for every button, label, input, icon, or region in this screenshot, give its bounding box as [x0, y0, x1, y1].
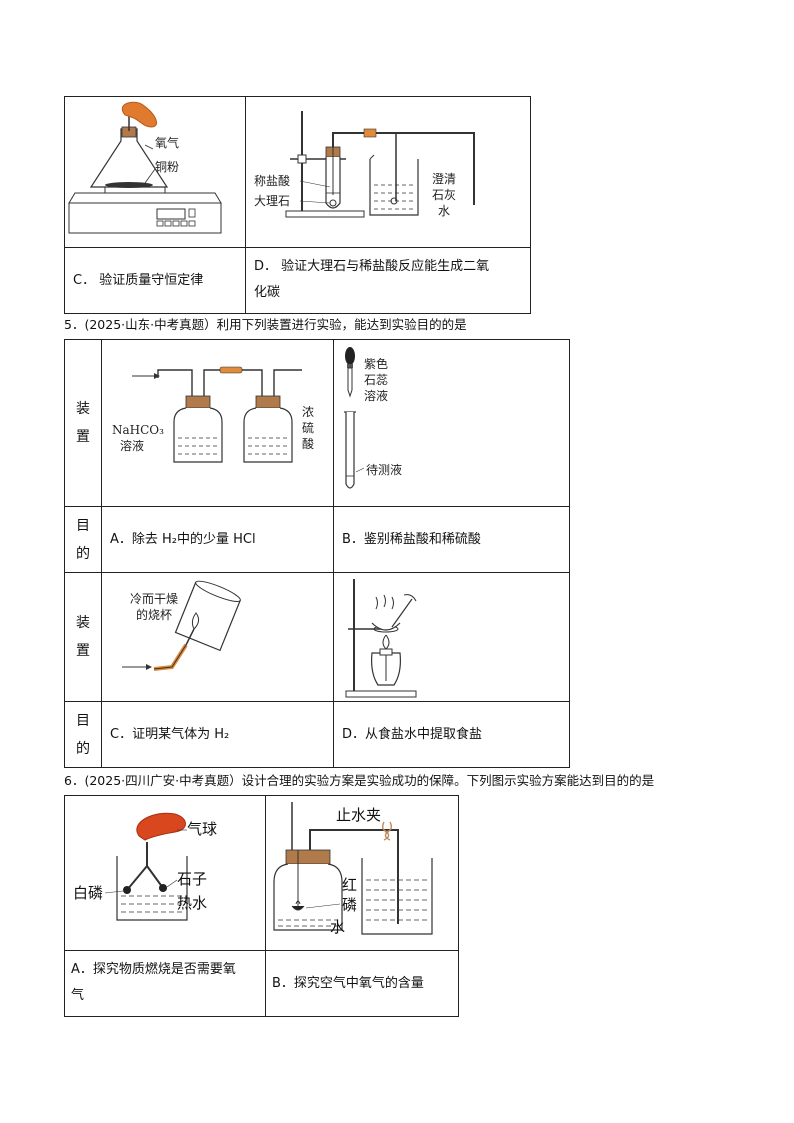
q4-fig-d-cell: 称盐酸 大理石 澄清 石灰 水	[245, 96, 531, 248]
q5-option-d: D．从食盐水中提取食盐	[333, 701, 570, 768]
q5-option-a-text: A．除去 H₂中的少量 HCl	[110, 531, 256, 547]
label-stone: 石子	[177, 870, 207, 888]
oxygen-content-figure: 止水夹 红 磷 水	[273, 802, 433, 936]
label-red-phosphorus-1: 红	[342, 876, 357, 894]
q5-row-device-1: 装置	[64, 339, 102, 507]
q4-options-table: 氧气 铜粉	[64, 96, 531, 314]
combustion-condition-figure: 气球 白磷 石子 热水	[73, 812, 217, 921]
q5-fig-a-cell: NaHCO₃ 溶液 浓 硫 酸	[101, 339, 334, 507]
row-device-label: 装置	[76, 615, 90, 659]
q4-option-d-line2: 化碳	[254, 285, 281, 300]
label-conc-acid-2: 硫	[302, 420, 314, 435]
label-litmus-3: 溶液	[364, 388, 388, 403]
label-marble: 大理石	[254, 194, 290, 208]
q4-fig-c-cell: 氧气 铜粉	[64, 96, 246, 248]
label-balloon: 气球	[187, 820, 217, 838]
q5-fig-b-cell: 紫色 石蕊 溶液 待测液	[333, 339, 570, 507]
q5-row-purpose-1: 目的	[64, 506, 102, 573]
label-litmus-1: 紫色	[364, 357, 388, 371]
label-litmus-2: 石蕊	[364, 373, 388, 387]
label-conc-acid-1: 浓	[302, 405, 314, 419]
evaporation-figure	[345, 579, 417, 698]
q6-fig-a-cell: 气球 白磷 石子 热水	[64, 795, 266, 951]
label-dilute-acid: 称盐酸	[254, 173, 290, 188]
balance-flask-figure: 氧气 铜粉	[68, 101, 222, 234]
cold-beaker-flame-figure: 冷而干燥 的烧杯	[122, 580, 242, 671]
label-water-clamp: 止水夹	[336, 806, 381, 824]
q5-fig-d-cell	[333, 572, 570, 702]
q5-options-table: 装置 NaHCO₃	[64, 339, 570, 768]
marble-acid-figure: 称盐酸 大理石 澄清 石灰 水	[254, 111, 475, 218]
q4-option-c: C． 验证质量守恒定律	[64, 247, 246, 314]
q5-option-b: B．鉴别稀盐酸和稀硫酸	[333, 506, 570, 573]
label-lime-water-2: 石灰	[432, 188, 456, 202]
label-hot-water: 热水	[177, 894, 207, 912]
label-cold-beaker-1: 冷而干燥	[130, 592, 178, 606]
q6-option-b-text: B．探究空气中氧气的含量	[272, 975, 424, 991]
q5-option-c: C．证明某气体为 H₂	[101, 701, 334, 768]
q5-option-a: A．除去 H₂中的少量 HCl	[101, 506, 334, 573]
label-oxygen: 氧气	[155, 135, 179, 150]
q6-option-a: A．探究物质燃烧是否需要氧 气	[64, 950, 266, 1017]
q5-fig-c-cell: 冷而干燥 的烧杯	[101, 572, 334, 702]
gas-washing-bottles-figure: NaHCO₃ 溶液 浓 硫 酸	[112, 366, 314, 463]
row-purpose-label: 目的	[76, 517, 90, 562]
label-lime-water-1: 澄清	[432, 171, 456, 186]
q5-option-c-text: C．证明某气体为 H₂	[110, 726, 230, 742]
label-red-phosphorus-2: 磷	[342, 896, 357, 914]
q5-option-d-text: D．从食盐水中提取食盐	[342, 726, 483, 742]
label-lime-water-3: 水	[438, 204, 450, 218]
q5-row-purpose-2: 目的	[64, 701, 102, 768]
q4-option-d-line1: D． 验证大理石与稀盐酸反应能生成二氧	[254, 259, 490, 274]
q5-option-b-text: B．鉴别稀盐酸和稀硫酸	[342, 531, 481, 547]
q4-option-d: D． 验证大理石与稀盐酸反应能生成二氧 化碳	[245, 247, 531, 314]
label-conc-acid-3: 酸	[302, 436, 314, 451]
row-purpose-label: 目的	[76, 712, 90, 757]
label-nahco3-solution: 溶液	[120, 438, 144, 453]
row-device-label: 装置	[76, 401, 90, 445]
q5-stem: 5．(2025·山东·中考真题）利用下列装置进行实验，能达到实验目的的是	[64, 317, 467, 332]
label-nahco3: NaHCO₃	[112, 423, 164, 437]
q5-row-device-2: 装置	[64, 572, 102, 702]
q4-option-c-text: C． 验证质量守恒定律	[73, 272, 204, 288]
dropper-test-tube-figure: 紫色 石蕊 溶液 待测液	[344, 347, 402, 489]
label-white-phosphorus: 白磷	[73, 884, 103, 902]
q6-stem: 6．(2025·四川广安·中考真题）设计合理的实验方案是实验成功的保障。下列图示…	[64, 773, 655, 788]
q6-option-a-line2: 气	[71, 988, 85, 1003]
q6-options-table: 气球 白磷 石子 热水	[64, 795, 459, 1017]
label-test-liquid: 待测液	[366, 462, 402, 477]
q6-option-b: B．探究空气中氧气的含量	[265, 950, 459, 1017]
label-water: 水	[330, 918, 345, 936]
q6-option-a-line1: A．探究物质燃烧是否需要氧	[71, 962, 236, 977]
label-copper-powder: 铜粉	[155, 159, 179, 174]
label-cold-beaker-2: 的烧杯	[136, 607, 172, 622]
q6-fig-b-cell: 止水夹 红 磷 水	[265, 795, 459, 951]
